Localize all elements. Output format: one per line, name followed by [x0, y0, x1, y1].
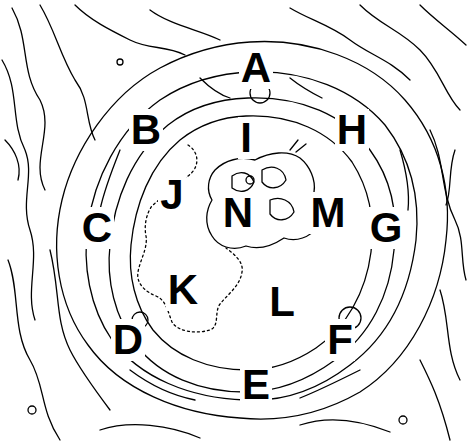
point-label: I	[238, 117, 254, 159]
point-label: E	[240, 364, 272, 406]
point-label: F	[325, 319, 355, 361]
point-label: D	[111, 319, 145, 361]
point-label: A	[239, 47, 273, 89]
point-label: B	[129, 109, 163, 151]
point-label: L	[267, 281, 297, 323]
point-label: N	[221, 192, 255, 234]
point-label: J	[158, 174, 185, 216]
point-label: K	[166, 269, 200, 311]
point-label: C	[80, 207, 114, 249]
point-label: G	[368, 207, 405, 249]
point-label: M	[309, 192, 348, 234]
point-label: H	[335, 109, 369, 151]
